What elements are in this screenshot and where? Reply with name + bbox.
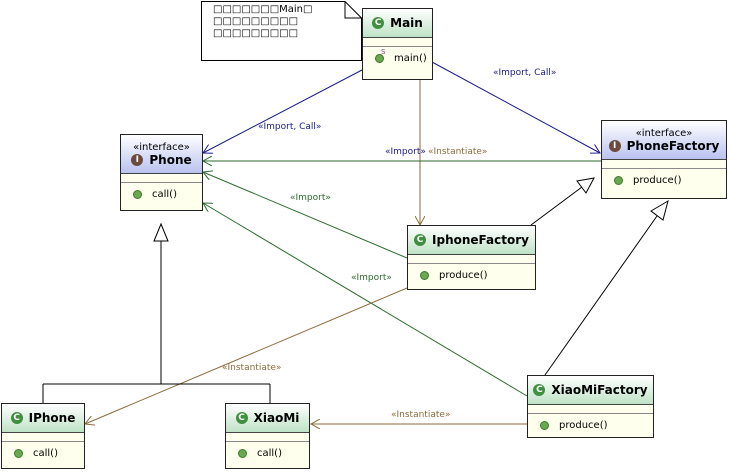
iphonefactory-realization-edge xyxy=(530,177,595,226)
interface-phone[interactable]: «interface» I Phone call() xyxy=(120,134,203,211)
label-iphonefactory-phone: «Import» xyxy=(290,193,331,203)
note-text: □□□□□□□Main□ □□□□□□□□□ □□□□□□□□□ xyxy=(213,4,312,40)
operation: call() xyxy=(152,189,177,200)
class-name: Main xyxy=(390,16,423,30)
label-main-phone: «Import, Call» xyxy=(258,122,322,132)
static-modifier: S xyxy=(381,48,386,56)
label-xiaomifactory-phone: «Import» xyxy=(351,273,392,283)
interface-phonefactory[interactable]: «interface» I PhoneFactory produce() xyxy=(601,120,727,199)
class-iphone[interactable]: C IPhone call() xyxy=(1,403,85,469)
class-xiaomifactory[interactable]: C XiaoMiFactory produce() xyxy=(527,375,654,438)
public-method-icon xyxy=(14,449,23,458)
label-xiaomifactory-xiaomi: «Instantiate» xyxy=(391,410,451,420)
class-icon: C xyxy=(533,384,546,396)
operation: produce() xyxy=(559,420,608,431)
class-icon: C xyxy=(10,412,23,424)
class-icon: C xyxy=(414,234,427,246)
label-main-phonefactory: «Import, Call» xyxy=(493,68,557,78)
interface-name: Phone xyxy=(149,152,192,167)
xiaomifactory-to-phone-edge xyxy=(203,203,528,397)
note: □□□□□□□Main□ □□□□□□□□□ □□□□□□□□□ xyxy=(201,1,362,61)
note-line: □□□□□□□□□ xyxy=(213,28,299,39)
class-icon: C xyxy=(372,17,385,29)
public-method-icon xyxy=(133,190,142,199)
operation: produce() xyxy=(439,270,488,281)
iphonefactory-to-phone-edge xyxy=(203,172,408,259)
main-to-phonefactory-edge xyxy=(431,61,600,153)
label-phonefactory-phone-instantiate: «Instantiate» xyxy=(428,147,488,157)
operation: main() xyxy=(394,53,427,64)
note-line: □□□□□□□□□ xyxy=(213,16,299,27)
class-name: XiaoMi xyxy=(253,411,300,425)
public-method-icon xyxy=(540,421,549,430)
operation: call() xyxy=(257,448,282,459)
note-shape xyxy=(201,1,362,61)
class-icon: C xyxy=(235,412,248,424)
public-method-icon: S xyxy=(375,48,385,63)
class-name: XiaoMiFactory xyxy=(551,383,648,397)
stereotype: «interface» xyxy=(133,141,190,153)
phone-realization-edges xyxy=(42,222,271,403)
class-iphonefactory[interactable]: C IphoneFactory produce() xyxy=(407,225,536,290)
operation: call() xyxy=(33,448,58,459)
main-to-phone-edge xyxy=(203,69,363,153)
class-name: IphoneFactory xyxy=(432,233,529,247)
public-method-icon xyxy=(614,176,623,185)
public-method-icon xyxy=(238,449,247,458)
iphonefactory-to-iphone-edge xyxy=(85,287,408,424)
stereotype: «interface» xyxy=(635,127,693,139)
operation: produce() xyxy=(633,175,682,186)
xiaomifactory-realization-edge xyxy=(544,199,669,376)
class-xiaomi[interactable]: C XiaoMi call() xyxy=(225,403,310,469)
class-name: IPhone xyxy=(28,411,76,425)
public-method-icon xyxy=(420,271,429,280)
interface-icon: I xyxy=(131,153,144,166)
label-iphonefactory-iphone: «Instantiate» xyxy=(222,363,282,373)
note-line: □□□□□□□Main□ xyxy=(213,4,313,15)
label-phonefactory-phone-import: «Import» xyxy=(385,147,426,157)
interface-name: PhoneFactory xyxy=(626,138,720,153)
interface-icon: I xyxy=(608,139,621,152)
